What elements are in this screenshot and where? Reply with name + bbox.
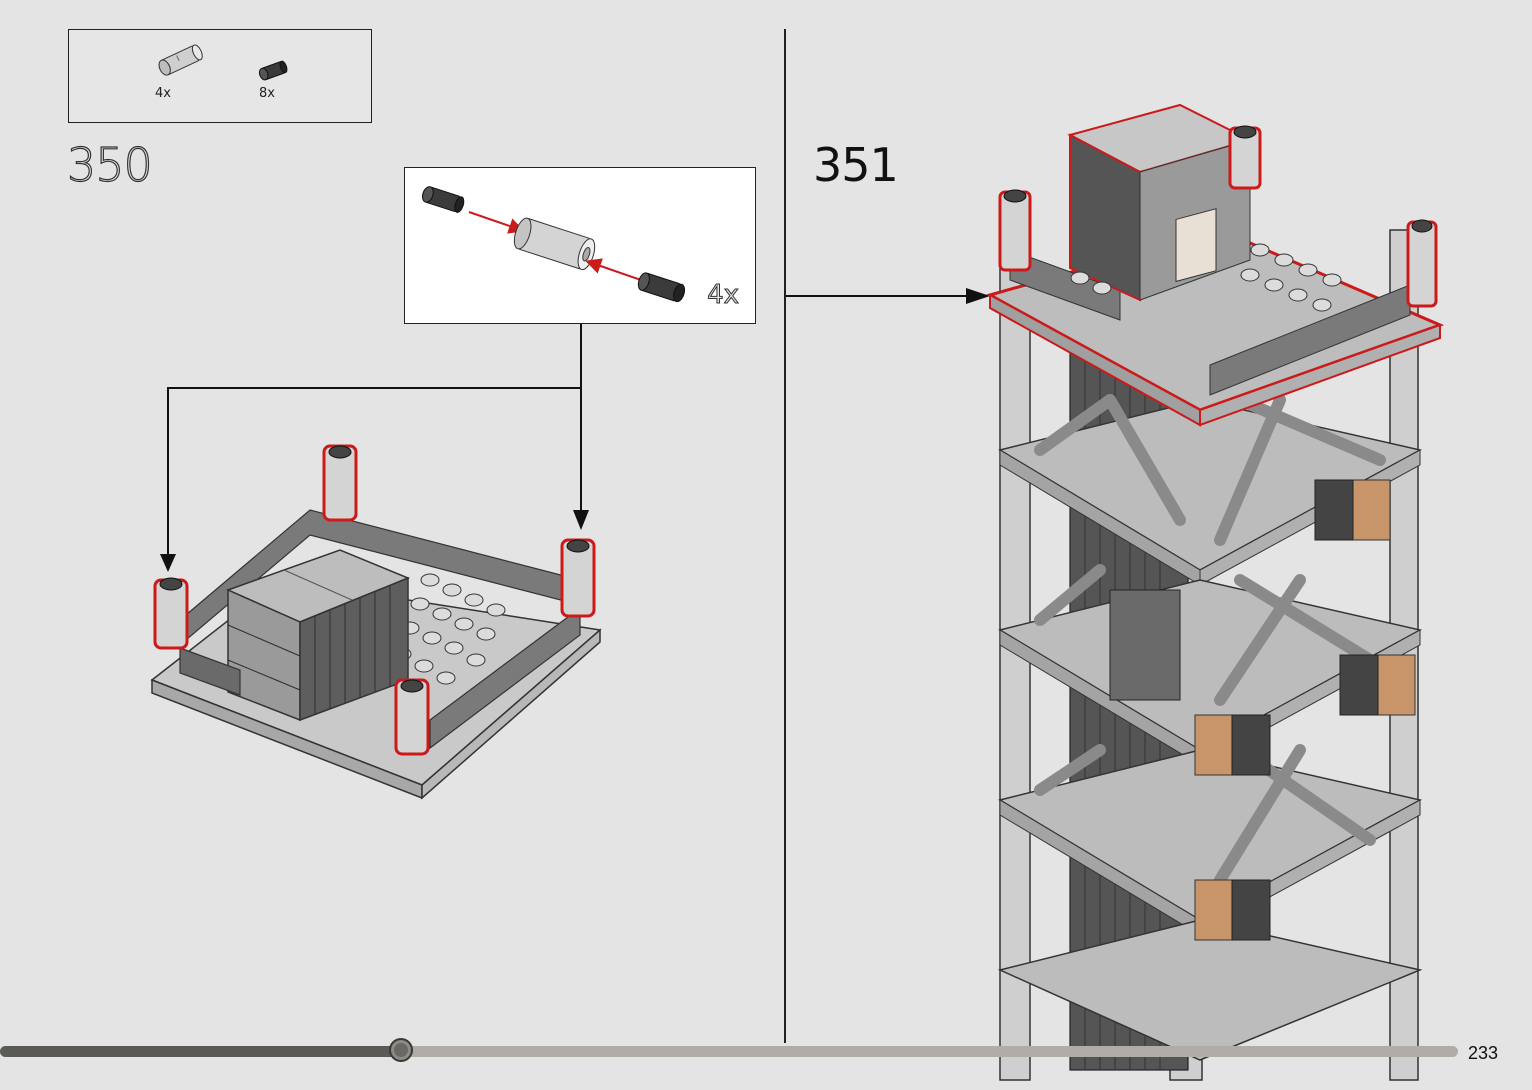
- progress-knob[interactable]: [389, 1038, 413, 1062]
- step-number: 350: [67, 142, 152, 188]
- part-quantity: 4x: [155, 86, 171, 101]
- tower-floor: [1000, 920, 1420, 1060]
- step-number: 351: [813, 142, 898, 188]
- platform-model-step-350: [140, 430, 620, 810]
- tower-model-step-351: [950, 100, 1450, 1060]
- part-quantity: 8x: [259, 86, 275, 101]
- parts-list-item: 8x: [255, 30, 315, 120]
- step-divider: [784, 29, 786, 1043]
- page-number: 233: [1468, 1043, 1498, 1064]
- parts-list-item: 4x: [151, 30, 211, 120]
- progress-track: [0, 1046, 1458, 1057]
- parts-list-box: 4x 8x: [68, 29, 372, 123]
- highlighted-connector: [155, 578, 187, 648]
- pin-assembly-illustration: [405, 168, 757, 325]
- highlighted-top-platform: [990, 105, 1440, 425]
- progress-fill: [0, 1046, 401, 1057]
- callout-quantity: 4x: [707, 280, 739, 310]
- technic-pin-connector-icon: [151, 30, 211, 90]
- subassembly-callout: 4x: [404, 167, 756, 324]
- highlighted-connector: [562, 540, 594, 616]
- highlighted-connector: [396, 680, 428, 754]
- technic-pin-icon: [255, 30, 295, 90]
- highlighted-connector: [324, 446, 356, 520]
